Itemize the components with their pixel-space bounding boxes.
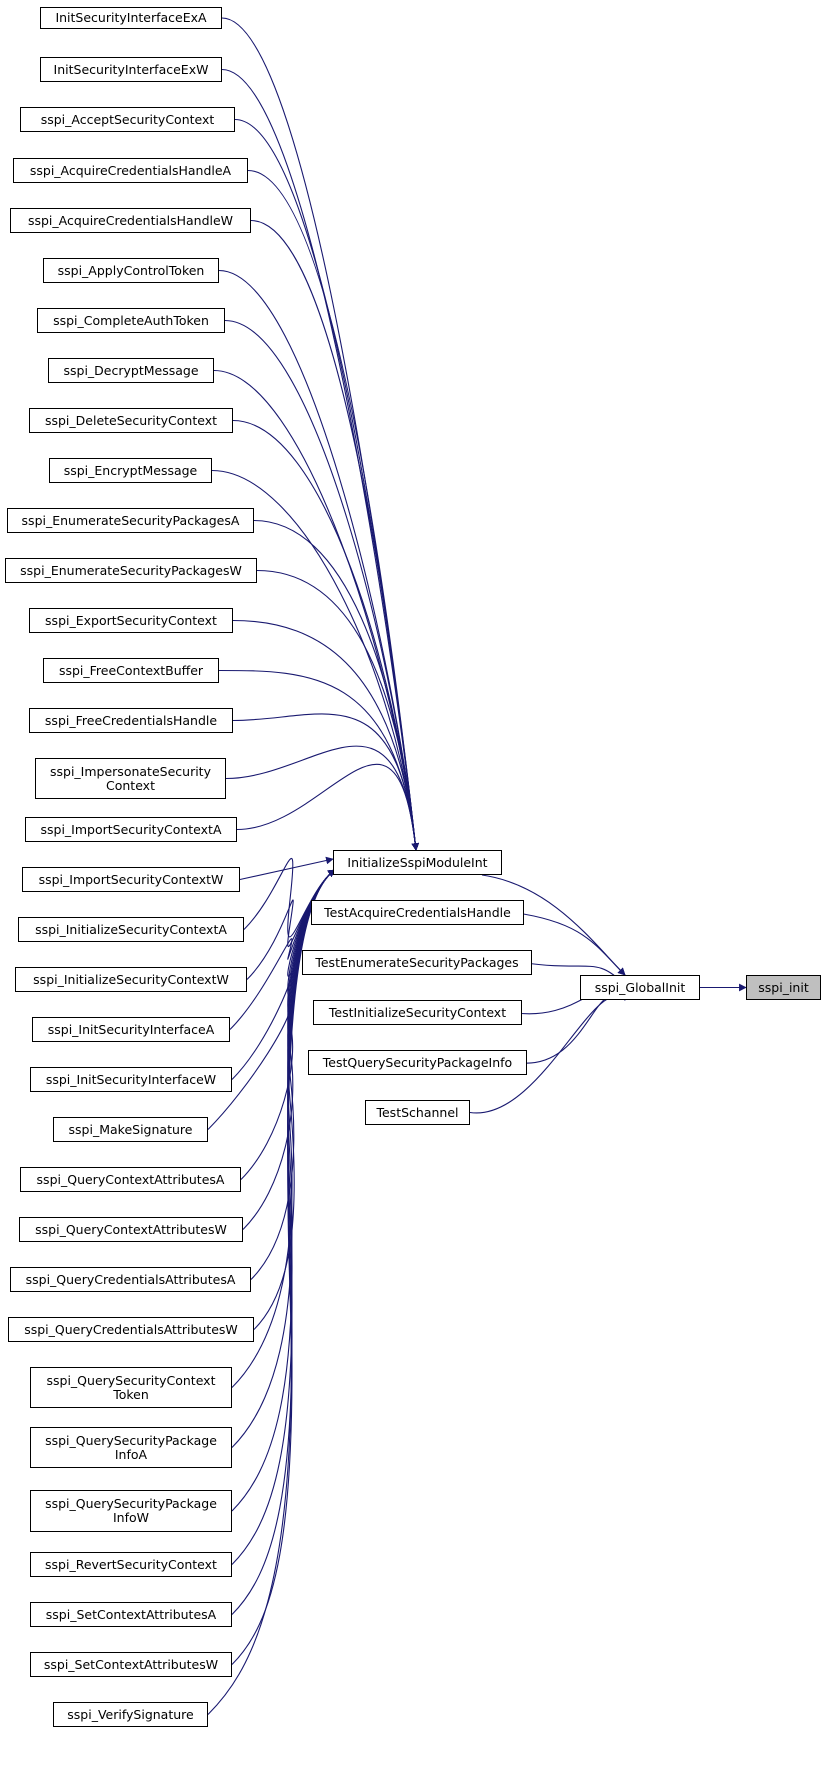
node-sspi-querysecuritypackage-infoa[interactable]: sspi_QuerySecurityPackage InfoA: [30, 1427, 232, 1468]
node-sspi-makesignature[interactable]: sspi_MakeSignature: [53, 1117, 208, 1142]
node-sspi-querycredentialsattributesw[interactable]: sspi_QueryCredentialsAttributesW: [8, 1317, 254, 1342]
node-sspi-init[interactable]: sspi_init: [746, 975, 821, 1000]
edge-sspi-enumeratesecuritypackagesw-to-initializesspimoduleint: [256, 569, 420, 851]
edge-sspi-acceptsecuritycontext-to-initializesspimoduleint: [234, 118, 420, 851]
edge-sspi-completeauthtoken-to-initializesspimoduleint: [224, 319, 420, 851]
node-sspi-enumeratesecuritypackagesa[interactable]: sspi_EnumerateSecurityPackagesA: [7, 508, 254, 533]
node-initializesspimoduleint[interactable]: InitializeSspiModuleInt: [333, 850, 502, 875]
node-sspi-acquirecredentialshandlea[interactable]: sspi_AcquireCredentialsHandleA: [13, 158, 248, 183]
node-testquerysecuritypackageinfo[interactable]: TestQuerySecurityPackageInfo: [308, 1050, 527, 1075]
edge-sspi-exportsecuritycontext-to-initializesspimoduleint: [232, 619, 420, 851]
node-sspi-completeauthtoken[interactable]: sspi_CompleteAuthToken: [37, 308, 225, 333]
node-testinitializesecuritycontext[interactable]: TestInitializeSecurityContext: [313, 1000, 522, 1025]
edge-sspi-setcontextattributesa-to-initializesspimoduleint: [231, 869, 336, 1615]
edge-sspi-impersonatesecurity-context-to-initializesspimoduleint: [225, 745, 420, 851]
node-sspi-initsecurityinterfacew[interactable]: sspi_InitSecurityInterfaceW: [30, 1067, 232, 1092]
node-sspi-enumeratesecuritypackagesw[interactable]: sspi_EnumerateSecurityPackagesW: [5, 558, 257, 583]
node-sspi-impersonatesecurity-context[interactable]: sspi_ImpersonateSecurity Context: [35, 758, 226, 799]
node-sspi-decryptmessage[interactable]: sspi_DecryptMessage: [48, 358, 214, 383]
node-sspi-globalinit[interactable]: sspi_GlobalInit: [580, 975, 700, 1000]
edge-initsecurityinterfaceexw-to-initializesspimoduleint: [221, 68, 420, 851]
edge-sspi-importsecuritycontextw-to-initializesspimoduleint: [239, 856, 334, 881]
node-sspi-encryptmessage[interactable]: sspi_EncryptMessage: [49, 458, 212, 483]
node-sspi-querycontextattributesa[interactable]: sspi_QueryContextAttributesA: [20, 1167, 241, 1192]
edge-sspi-verifysignature-to-initializesspimoduleint: [207, 869, 336, 1715]
edge-sspi-encryptmessage-to-initializesspimoduleint: [211, 469, 420, 851]
node-initsecurityinterfaceexw[interactable]: InitSecurityInterfaceExW: [40, 57, 222, 82]
edge-sspi-freecredentialshandle-to-initializesspimoduleint: [232, 713, 420, 851]
node-sspi-querycredentialsattributesa[interactable]: sspi_QueryCredentialsAttributesA: [10, 1267, 251, 1292]
node-sspi-querysecuritycontext-token[interactable]: sspi_QuerySecurityContext Token: [30, 1367, 232, 1408]
node-sspi-importsecuritycontexta[interactable]: sspi_ImportSecurityContextA: [25, 817, 237, 842]
node-sspi-querysecuritypackage-infow[interactable]: sspi_QuerySecurityPackage InfoW: [30, 1490, 232, 1532]
node-sspi-exportsecuritycontext[interactable]: sspi_ExportSecurityContext: [29, 608, 233, 633]
node-sspi-freecontextbuffer[interactable]: sspi_FreeContextBuffer: [43, 658, 219, 683]
node-sspi-revertsecuritycontext[interactable]: sspi_RevertSecurityContext: [30, 1552, 232, 1577]
node-initsecurityinterfaceexa[interactable]: InitSecurityInterfaceExA: [40, 7, 222, 29]
node-sspi-initializesecuritycontextw[interactable]: sspi_InitializeSecurityContextW: [15, 967, 247, 992]
node-sspi-initsecurityinterfacea[interactable]: sspi_InitSecurityInterfaceA: [32, 1017, 230, 1042]
node-sspi-acceptsecuritycontext[interactable]: sspi_AcceptSecurityContext: [20, 107, 235, 132]
edge-sspi-enumeratesecuritypackagesa-to-initializesspimoduleint: [253, 519, 420, 851]
node-testenumeratesecuritypackages[interactable]: TestEnumerateSecurityPackages: [302, 950, 532, 975]
node-sspi-applycontroltoken[interactable]: sspi_ApplyControlToken: [43, 258, 219, 283]
node-sspi-freecredentialshandle[interactable]: sspi_FreeCredentialsHandle: [29, 708, 233, 733]
edge-sspi-acquirecredentialshandlew-to-initializesspimoduleint: [250, 219, 420, 851]
edge-sspi-freecontextbuffer-to-initializesspimoduleint: [218, 669, 420, 851]
node-testacquirecredentialshandle[interactable]: TestAcquireCredentialsHandle: [311, 900, 524, 925]
node-sspi-querycontextattributesw[interactable]: sspi_QueryContextAttributesW: [19, 1217, 243, 1242]
edge-testacquirecredentialshandle-to-sspi-globalinit: [513, 911, 626, 976]
node-sspi-setcontextattributesw[interactable]: sspi_SetContextAttributesW: [30, 1652, 232, 1677]
node-testschannel[interactable]: TestSchannel: [365, 1100, 470, 1125]
node-sspi-importsecuritycontextw[interactable]: sspi_ImportSecurityContextW: [22, 867, 240, 892]
node-sspi-deletesecuritycontext[interactable]: sspi_DeleteSecurityContext: [29, 408, 233, 433]
node-sspi-setcontextattributesa[interactable]: sspi_SetContextAttributesA: [30, 1602, 232, 1627]
node-sspi-acquirecredentialshandlew[interactable]: sspi_AcquireCredentialsHandleW: [10, 208, 251, 233]
node-sspi-initializesecuritycontexta[interactable]: sspi_InitializeSecurityContextA: [18, 917, 244, 942]
node-sspi-verifysignature[interactable]: sspi_VerifySignature: [53, 1702, 208, 1727]
edge-sspi-querysecuritycontext-token-to-initializesspimoduleint: [231, 869, 336, 1388]
edge-sspi-importsecuritycontexta-to-initializesspimoduleint: [236, 763, 420, 851]
